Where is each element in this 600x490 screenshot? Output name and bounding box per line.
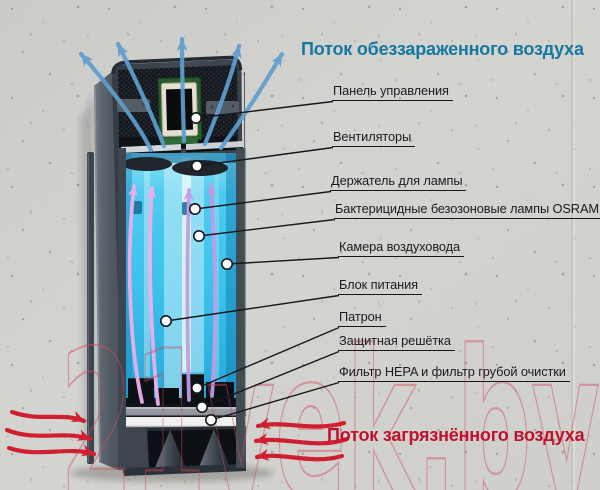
internal-arrow-2 [146, 186, 160, 406]
callout-dot-filters [205, 413, 218, 426]
callout-dot-lamp-socket [191, 381, 204, 394]
label-filters: Фильтр HEPA и фильтр грубой очистки [338, 364, 570, 382]
dirty-air-arrow-left-3 [6, 444, 97, 457]
dirty-air-arrow-right-3 [254, 448, 345, 462]
base-bottom-lip [123, 464, 246, 476]
frame-column-left [118, 148, 126, 470]
frame-column-right [236, 148, 246, 468]
callout-dot-fans [191, 160, 204, 173]
display-pcb-tab [163, 137, 198, 145]
air-outlet-slot-right [186, 141, 243, 153]
dirty-air-flow-title: Поток загрязнённого воздуха [327, 425, 585, 445]
label-lamp-socket: Патрон [338, 309, 386, 327]
clean-air-arrow-5 [218, 51, 285, 151]
clean-air-arrows [78, 36, 285, 153]
callout-dot-control-panel [190, 112, 203, 125]
leader-uv-lamps [198, 218, 336, 237]
leader-lamp-holder [194, 190, 332, 210]
label-air-duct-chamber: Камера воздуховода [338, 239, 465, 257]
wall-seam [571, 0, 575, 490]
label-protective-grille: Защитная решётка [338, 333, 455, 351]
dirty-air-arrow-left-1 [9, 409, 87, 424]
leader-lamp-socket [196, 326, 340, 389]
callout-dot-power-supply [160, 314, 173, 327]
leader-air-duct-chamber [226, 256, 340, 265]
leader-filters [210, 381, 340, 421]
clean-air-arrow-2 [115, 41, 167, 149]
label-uv-lamps: Бактерицидные безозоновые лампы OSRAM [334, 201, 600, 219]
internal-arrow-4 [206, 183, 217, 398]
callout-dot-air-duct-chamber [221, 257, 234, 270]
dirty-air-arrows-left [4, 409, 97, 457]
fan-left [122, 157, 172, 171]
base-louver-left [155, 430, 186, 468]
callout-dot-uv-lamps [193, 230, 206, 243]
label-control-panel: Панель управления [332, 83, 453, 101]
label-fans: Вентиляторы [332, 129, 416, 147]
device-recirculator [87, 55, 246, 476]
dirty-air-arrow-right-1 [255, 417, 347, 430]
clean-air-flow-title: Поток обеззараженного воздуха [301, 39, 584, 59]
leader-power-supply [165, 294, 340, 322]
clean-air-arrow-3 [176, 36, 188, 144]
base-housing [121, 426, 246, 476]
leader-fans [196, 146, 334, 167]
dirty-air-arrow-left-2 [4, 427, 93, 442]
cabinet-top-edge [111, 55, 243, 75]
callout-dots [160, 112, 234, 426]
label-power-supply: Блок питания [338, 277, 422, 295]
clean-air-arrow-4 [202, 43, 242, 147]
internal-arrow-1 [127, 184, 144, 404]
watermark-text: 21vek.by [60, 308, 600, 490]
callout-dot-lamp-holder [189, 203, 202, 216]
cabinet-door-strip [87, 152, 94, 464]
base-louver-right [199, 429, 230, 467]
callout-dot-protective-grille [196, 400, 209, 413]
control-panel-display [157, 76, 203, 145]
leader-protective-grille [201, 350, 340, 408]
label-lamp-holder: Держатель для лампы [330, 173, 467, 191]
clean-air-arrow-1 [78, 51, 154, 153]
leader-control-panel [195, 100, 334, 119]
dirty-air-arrows-right [253, 417, 350, 462]
mounting-bracket-right [206, 101, 239, 114]
lamp-holder-left [133, 201, 142, 214]
dirty-air-arrow-right-2 [253, 433, 350, 446]
cabinet-side-panel [94, 67, 118, 470]
leader-lines [165, 100, 340, 421]
internal-airflow-arrows [127, 183, 217, 406]
display-screen [165, 88, 194, 131]
internal-arrow-3 [183, 188, 194, 402]
